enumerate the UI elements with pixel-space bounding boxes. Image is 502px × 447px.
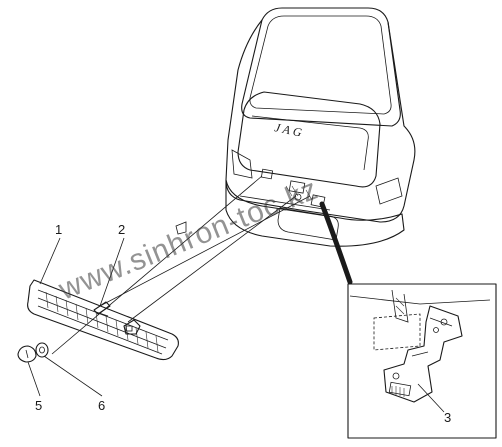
callout-6: 6 — [98, 398, 105, 413]
callout-3: 3 — [444, 410, 451, 425]
clip-part — [93, 301, 111, 317]
washer-part — [35, 342, 49, 358]
bracket-part — [123, 319, 141, 335]
callout-5: 5 — [35, 398, 42, 413]
grille-part — [27, 279, 179, 361]
detail-box — [347, 283, 497, 439]
callouts: 1 2 3 5 6 — [27, 222, 451, 425]
detail-view — [347, 283, 497, 439]
brand-badge: JAG — [273, 120, 306, 140]
tab-part — [175, 221, 187, 235]
callout-2: 2 — [118, 222, 125, 237]
watermark: www.sinhron-toc.kz — [53, 172, 323, 307]
assembly-lines — [51, 175, 353, 355]
screw-part — [17, 345, 37, 363]
callout-1: 1 — [55, 222, 62, 237]
